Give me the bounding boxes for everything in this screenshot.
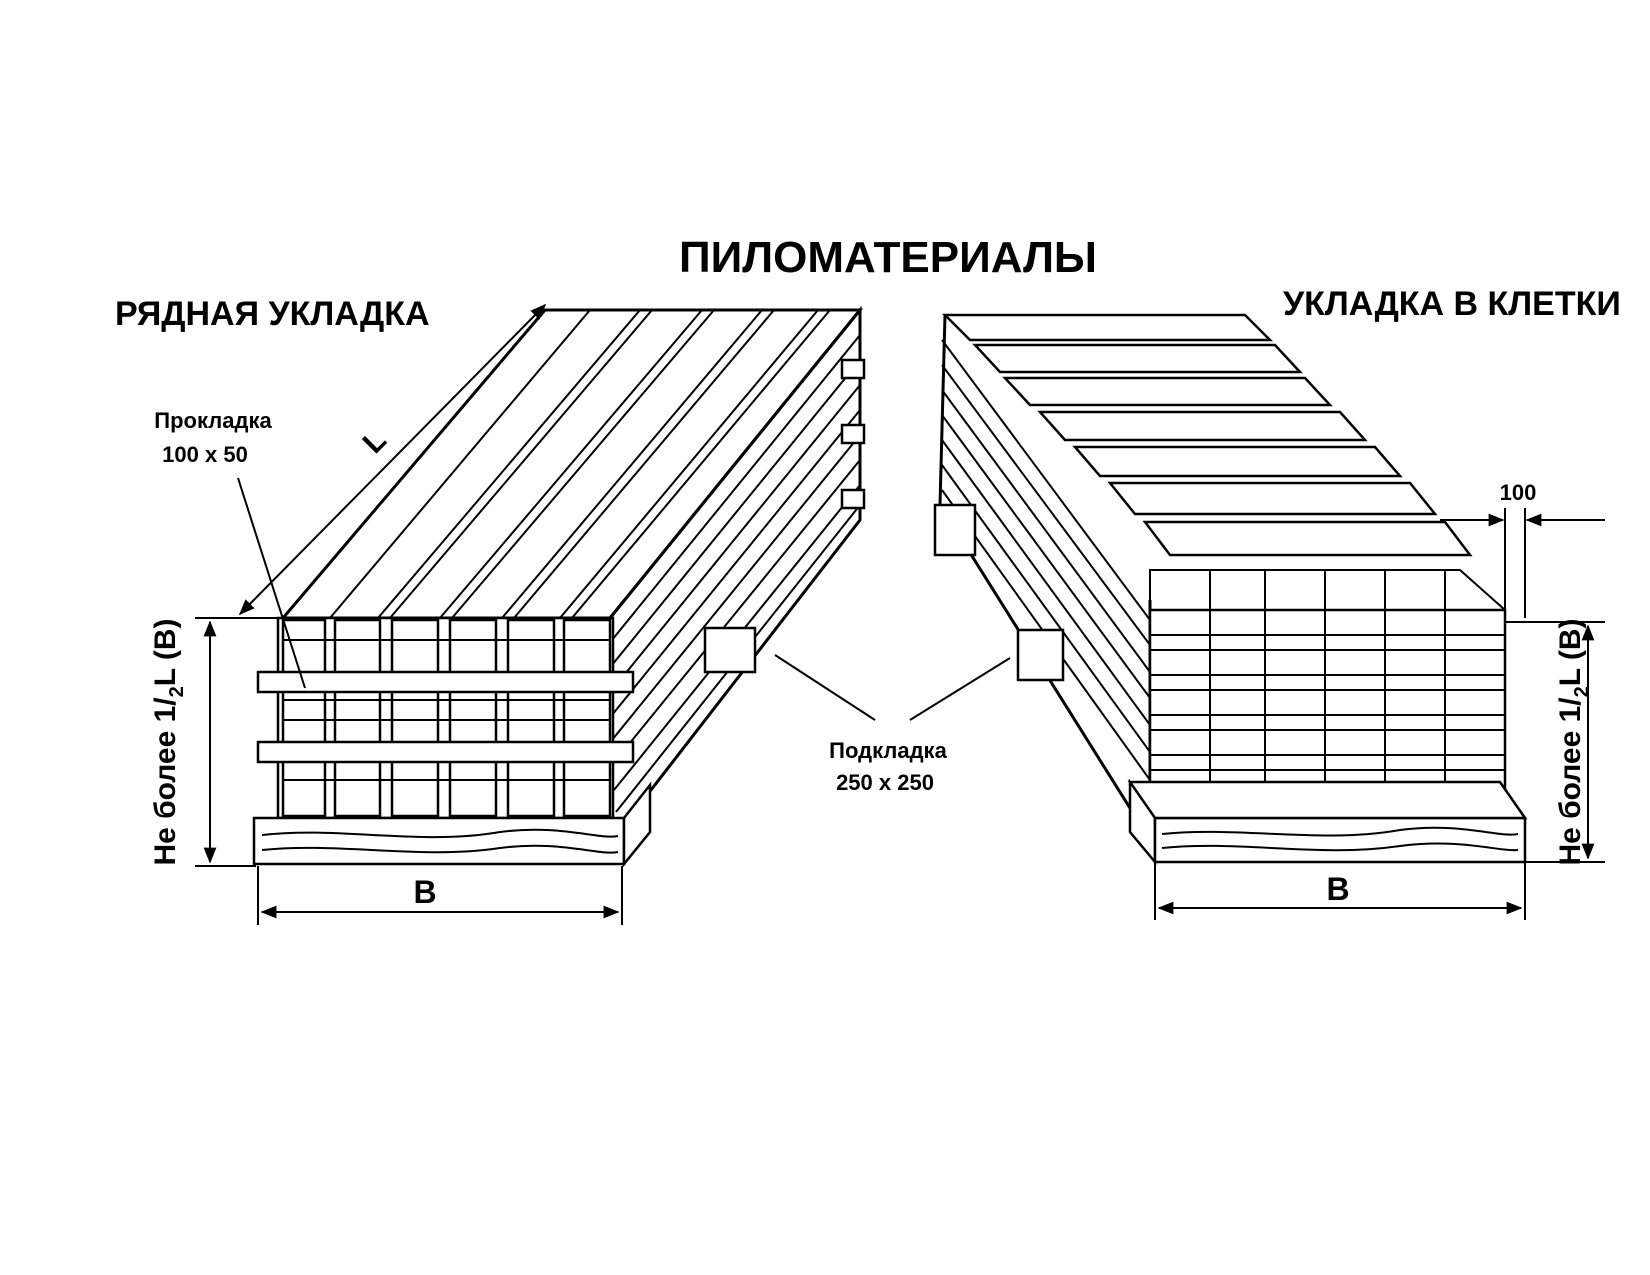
right-heading: УКЛАДКА В КЛЕТКИ bbox=[1283, 285, 1621, 323]
base-label: Подкладка bbox=[829, 738, 947, 763]
left-length-label: L bbox=[357, 424, 393, 460]
right-dimensions: Не более 1/2L (В) В 100 bbox=[1154, 480, 1605, 920]
cage-stack-top-boards bbox=[941, 313, 1473, 557]
diagram-title: ПИЛОМАТЕРИАЛЫ bbox=[679, 233, 1097, 282]
left-heading: РЯДНАЯ УКЛАДКА bbox=[115, 295, 430, 333]
offset-label: 100 bbox=[1500, 480, 1537, 505]
row-stack bbox=[252, 305, 866, 868]
left-height-label: Не более 1/2L (В) bbox=[149, 618, 188, 865]
base-callout: Подкладка 250 х 250 bbox=[774, 654, 1011, 795]
spacer-size: 100 х 50 bbox=[162, 442, 248, 467]
row-stack-spacer-1 bbox=[256, 670, 635, 694]
left-width-label: В bbox=[413, 874, 436, 910]
right-height-label: Не более 1/2L (В) bbox=[1554, 618, 1593, 865]
row-stack-spacer-2 bbox=[256, 740, 635, 764]
spacer-label: Прокладка bbox=[154, 408, 272, 433]
row-stack-sleeper bbox=[252, 626, 757, 868]
cage-stack-sleeper bbox=[1127, 778, 1528, 866]
cage-stack bbox=[933, 313, 1528, 866]
base-size: 250 х 250 bbox=[836, 770, 934, 795]
right-width-label: В bbox=[1326, 871, 1349, 907]
row-stack-front bbox=[256, 616, 635, 820]
